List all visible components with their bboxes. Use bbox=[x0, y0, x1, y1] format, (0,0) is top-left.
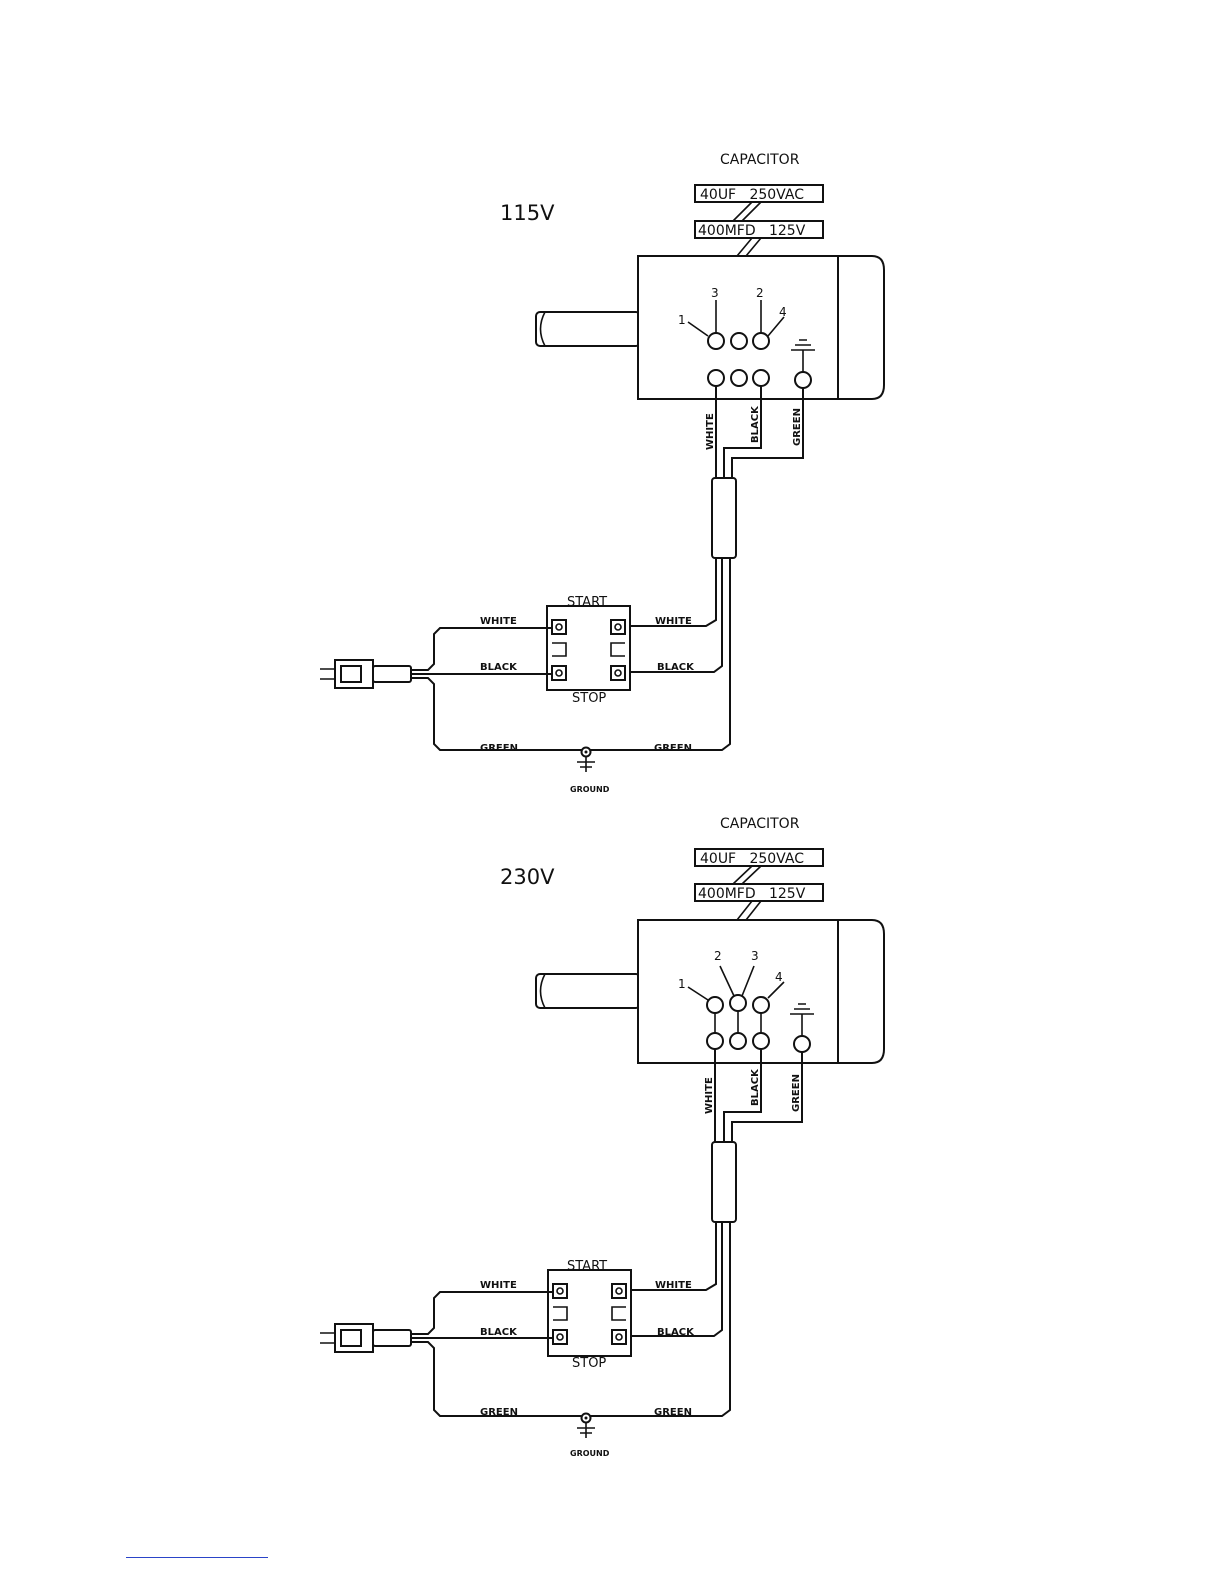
cable-jacket bbox=[712, 1142, 736, 1222]
terminal-number-4: 4 bbox=[779, 305, 787, 319]
motor-shaft bbox=[536, 974, 640, 1008]
motor-lead-label-white: WHITE bbox=[705, 413, 716, 450]
cord-label-white-left: WHITE bbox=[480, 1280, 517, 1291]
motor-end-cap bbox=[838, 256, 884, 399]
terminal-number-1: 1 bbox=[678, 977, 686, 991]
motor-shaft bbox=[536, 312, 640, 346]
cord-label-black-right: BLACK bbox=[657, 662, 695, 673]
motor-lead-label-black: BLACK bbox=[750, 405, 761, 443]
ground-terminal-icon bbox=[577, 748, 595, 773]
terminal-1-top bbox=[708, 333, 724, 349]
motor-lead-label-green: GREEN bbox=[792, 408, 803, 446]
ground-label: GROUND bbox=[570, 1449, 610, 1458]
switch-stop-label: STOP bbox=[572, 691, 606, 706]
capacitor-title: CAPACITOR bbox=[720, 152, 800, 168]
wiring-diagram-230v: CAPACITOR 230V 40UF 250VAC 400MFD 125V 2… bbox=[320, 816, 884, 1458]
cord-label-green-left: GREEN bbox=[480, 743, 518, 754]
ground-terminal-icon bbox=[577, 1414, 595, 1439]
motor-end-cap bbox=[838, 920, 884, 1063]
terminal-2-bottom bbox=[753, 1033, 769, 1049]
terminal-1-top bbox=[707, 997, 723, 1013]
cord-label-white-right: WHITE bbox=[655, 616, 692, 627]
wiring-diagram-115v: CAPACITOR 115V 40UF 250VAC 400MFD 125V 3… bbox=[320, 152, 884, 794]
motor-lead-label-white: WHITE bbox=[704, 1077, 715, 1114]
terminal-mid-top bbox=[731, 333, 747, 349]
cord-label-green-right: GREEN bbox=[654, 1407, 692, 1418]
cord-label-white-left: WHITE bbox=[480, 616, 517, 627]
terminal-1-bottom bbox=[707, 1033, 723, 1049]
voltage-label: 115V bbox=[500, 201, 555, 225]
cord-label-green-left: GREEN bbox=[480, 1407, 518, 1418]
voltage-label: 230V bbox=[500, 865, 555, 889]
motor-lead-label-black: BLACK bbox=[750, 1068, 761, 1106]
footer-rule bbox=[126, 1557, 268, 1558]
cord-label-black-left: BLACK bbox=[480, 662, 518, 673]
terminal-number-4: 4 bbox=[775, 970, 783, 984]
terminal-1-bottom bbox=[708, 370, 724, 386]
terminal-2-top bbox=[753, 997, 769, 1013]
capacitor-rating-b: 400MFD 125V bbox=[698, 223, 806, 239]
terminal-2-bottom bbox=[753, 370, 769, 386]
cord-label-white-right: WHITE bbox=[655, 1280, 692, 1291]
terminal-number-1: 1 bbox=[678, 313, 686, 327]
ground-label: GROUND bbox=[570, 785, 610, 794]
terminal-mid-bottom bbox=[730, 1033, 746, 1049]
cord-label-black-right: BLACK bbox=[657, 1327, 695, 1338]
switch-start-label: START bbox=[567, 595, 607, 610]
capacitor-title: CAPACITOR bbox=[720, 816, 800, 832]
switch-start-label: START bbox=[567, 1259, 607, 1274]
terminal-2-top bbox=[753, 333, 769, 349]
motor-lead-label-green: GREEN bbox=[791, 1074, 802, 1112]
power-plug-icon bbox=[320, 1324, 411, 1352]
switch-stop-label: STOP bbox=[572, 1356, 606, 1371]
terminal-number-3: 3 bbox=[751, 949, 759, 963]
terminal-number-3: 3 bbox=[711, 286, 719, 300]
capacitor-rating-b: 400MFD 125V bbox=[698, 886, 806, 902]
cord-label-green-right: GREEN bbox=[654, 743, 692, 754]
capacitor-rating-a: 40UF 250VAC bbox=[700, 851, 804, 867]
terminal-number-2: 2 bbox=[756, 286, 764, 300]
power-plug-icon bbox=[320, 660, 411, 688]
capacitor-rating-a: 40UF 250VAC bbox=[700, 187, 804, 203]
terminal-ground bbox=[794, 1036, 810, 1052]
cord-label-black-left: BLACK bbox=[480, 1327, 518, 1338]
cable-jacket bbox=[712, 478, 736, 558]
terminal-number-2: 2 bbox=[714, 949, 722, 963]
terminal-mid-bottom bbox=[731, 370, 747, 386]
terminal-mid-top bbox=[730, 995, 746, 1011]
terminal-ground bbox=[795, 372, 811, 388]
